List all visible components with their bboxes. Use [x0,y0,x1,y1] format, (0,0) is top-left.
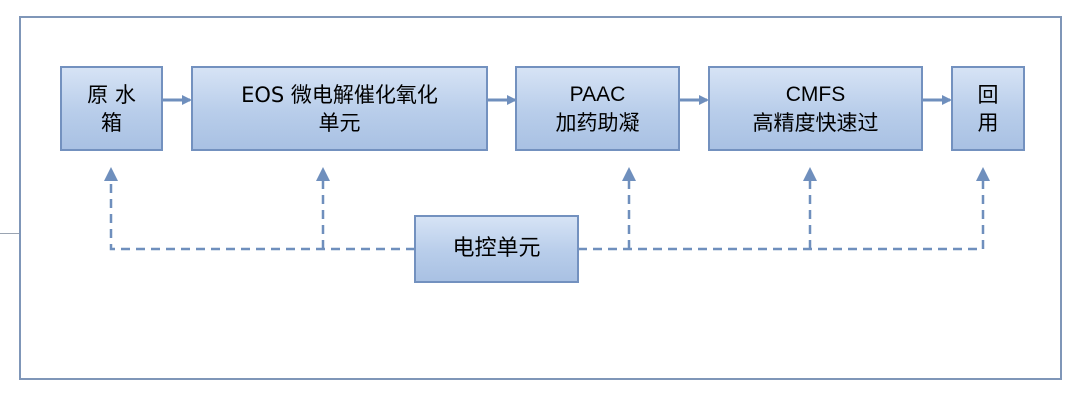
node-label-line-2: 用 [977,110,999,135]
node-control-unit: 电控单元 [414,215,579,283]
node-eos-unit: EOS 微电解催化氧化 单元 [191,66,488,151]
control-arrowhead-paac [622,167,636,181]
node-reuse-unit: 回 用 [951,66,1025,151]
diagram-frame [19,16,1062,380]
node-label-line-2: 高精度快速过 [752,110,879,135]
node-label-line-1: CMFS [785,82,846,106]
node-label-line-1: EOS 微电解催化氧化 [241,82,438,107]
control-arrowhead-raw [104,167,118,181]
control-arrowhead-eos [316,167,330,181]
node-label-line-2: 单元 [318,110,361,135]
control-bus-left [109,178,415,251]
control-bus-right [578,178,985,251]
control-arrowhead-cmfs [803,167,817,181]
node-label-line-1: 回 [977,82,999,107]
node-raw-water-tank: 原 水 箱 [60,66,163,151]
edge-tick-line [0,233,19,234]
node-label-line-1: 原 水 [87,82,136,107]
node-label-line-1: 电控单元 [452,236,541,261]
node-label-line-2: 加药助凝 [555,110,640,135]
node-cmfs-unit: CMFS 高精度快速过 [708,66,923,151]
node-paac-unit: PAAC 加药助凝 [515,66,680,151]
node-label-line-1: PAAC [569,82,626,106]
node-label-line-2: 箱 [101,110,122,135]
control-arrowhead-reuse [976,167,990,181]
